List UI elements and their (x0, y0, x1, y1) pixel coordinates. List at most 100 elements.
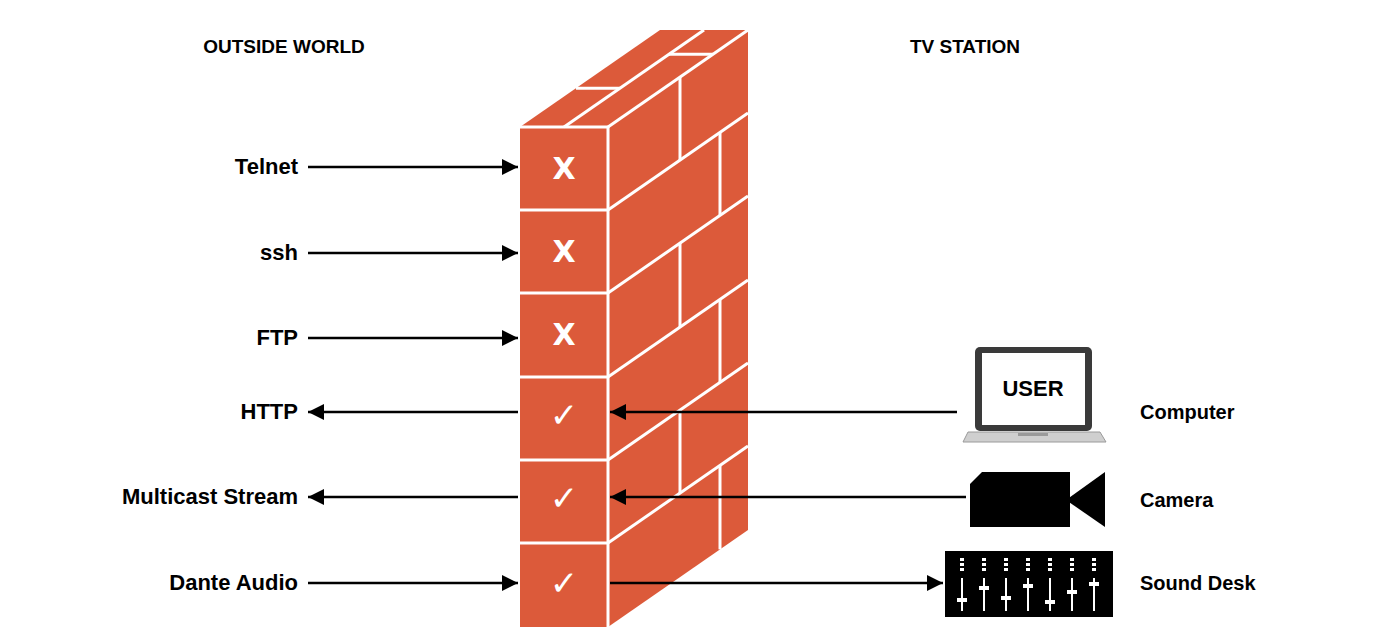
mortar-line (719, 299, 722, 382)
brick-wall (520, 30, 748, 627)
protocol-label: Dante Audio (169, 570, 298, 596)
desk-fader-track (1027, 578, 1029, 611)
desk-knob (1004, 558, 1008, 561)
mortar-line (669, 53, 713, 56)
firewall-mark: X (552, 237, 575, 267)
desk-knob (1070, 568, 1074, 571)
traffic-arrow (308, 337, 518, 340)
desk-fader-cap (1045, 600, 1055, 604)
protocol-name: Telnet (235, 154, 298, 180)
traffic-arrow (610, 411, 957, 414)
desk-knob (1070, 558, 1074, 561)
desk-fader-track (1005, 578, 1007, 611)
traffic-arrow (610, 582, 943, 585)
traffic-arrow (308, 411, 518, 414)
mortar-line (719, 132, 722, 215)
screen-label: USER (1002, 376, 1063, 402)
mortar-line (520, 292, 608, 295)
desk-fader-cap (1089, 582, 1099, 586)
desk-fader-track (1049, 578, 1051, 611)
protocol-name: FTP (256, 325, 298, 351)
mortar-line (520, 459, 608, 462)
mortar-line (679, 410, 682, 493)
mortar-line (607, 127, 610, 627)
desk-knob (982, 563, 986, 566)
firewall-brick: X (520, 127, 608, 210)
laptop-screen-frame (975, 347, 1092, 431)
desk-knob (982, 558, 986, 561)
wall-front (520, 127, 608, 627)
desk-fader-cap (1023, 584, 1033, 588)
device-node: USERComputer (963, 347, 1106, 442)
protocol-label: Multicast Stream (122, 484, 298, 510)
desk-knob (960, 563, 964, 566)
camera-corner (970, 472, 982, 484)
desk-knob (960, 558, 964, 561)
mortar-line (608, 280, 748, 377)
desk-knob (1048, 568, 1052, 571)
desk-fader-cap (1001, 596, 1011, 600)
camera-icon (970, 472, 1105, 527)
desk-fader-cap (957, 598, 967, 602)
protocol-label: HTTP (241, 399, 298, 425)
firewall-mark: X (552, 154, 575, 184)
desk-fader-track (983, 578, 985, 611)
protocol-name: ssh (260, 240, 298, 266)
sound-desk-body (945, 551, 1113, 617)
laptop-base (963, 432, 1106, 442)
protocol-label: ssh (260, 240, 298, 266)
desk-knob (1026, 563, 1030, 566)
mortar-line (608, 196, 748, 293)
desk-knob (1048, 563, 1052, 566)
wall-side (608, 30, 748, 627)
camera-body (970, 472, 1070, 527)
desk-knob (960, 568, 964, 571)
traffic-arrow (308, 496, 518, 499)
traffic-arrow (308, 166, 518, 169)
firewall-mark: ✓ (550, 398, 579, 432)
device-node: Camera (970, 472, 1105, 527)
desk-knob (1004, 563, 1008, 566)
traffic-arrow (308, 252, 518, 255)
region-heading: OUTSIDE WORLD (203, 36, 365, 59)
mortar-line (520, 209, 608, 212)
desk-knob (1092, 568, 1096, 571)
firewall-mark: ✓ (550, 481, 579, 515)
mortar-line (608, 113, 748, 210)
traffic-arrow (308, 582, 518, 585)
firewall-brick: X (520, 293, 608, 377)
protocol-label: Telnet (235, 154, 298, 180)
desk-fader-track (1071, 578, 1073, 611)
desk-knob (1026, 568, 1030, 571)
firewall-brick: ✓ (520, 460, 608, 536)
mortar-line (520, 376, 608, 379)
firewall-brick: ✓ (520, 543, 608, 623)
desk-knob (1092, 563, 1096, 566)
desk-knob (1092, 558, 1096, 561)
laptop-notch (1018, 433, 1048, 436)
desk-knob (1048, 558, 1052, 561)
desk-knob (1070, 563, 1074, 566)
protocol-name: Multicast Stream (122, 484, 298, 510)
firewall-brick: ✓ (520, 377, 608, 453)
firewall-brick: X (520, 210, 608, 293)
mortar-line (679, 243, 682, 327)
firewall-mark: ✓ (550, 566, 579, 600)
mortar-line (719, 465, 722, 549)
device-label: Camera (1140, 488, 1213, 512)
mortar-line (520, 542, 608, 545)
laptop-screen (982, 353, 1085, 425)
desk-fader-track (961, 578, 963, 611)
device-label: Sound Desk (1140, 571, 1256, 595)
firewall-mark: X (552, 320, 575, 350)
desk-knob (1026, 558, 1030, 561)
laptop-icon (963, 347, 1106, 442)
mortar-line (608, 446, 748, 543)
desk-knob (982, 568, 986, 571)
mortar-line (679, 77, 682, 160)
mortar-line (576, 87, 620, 90)
protocol-name: HTTP (241, 399, 298, 425)
desk-fader-cap (979, 586, 989, 590)
